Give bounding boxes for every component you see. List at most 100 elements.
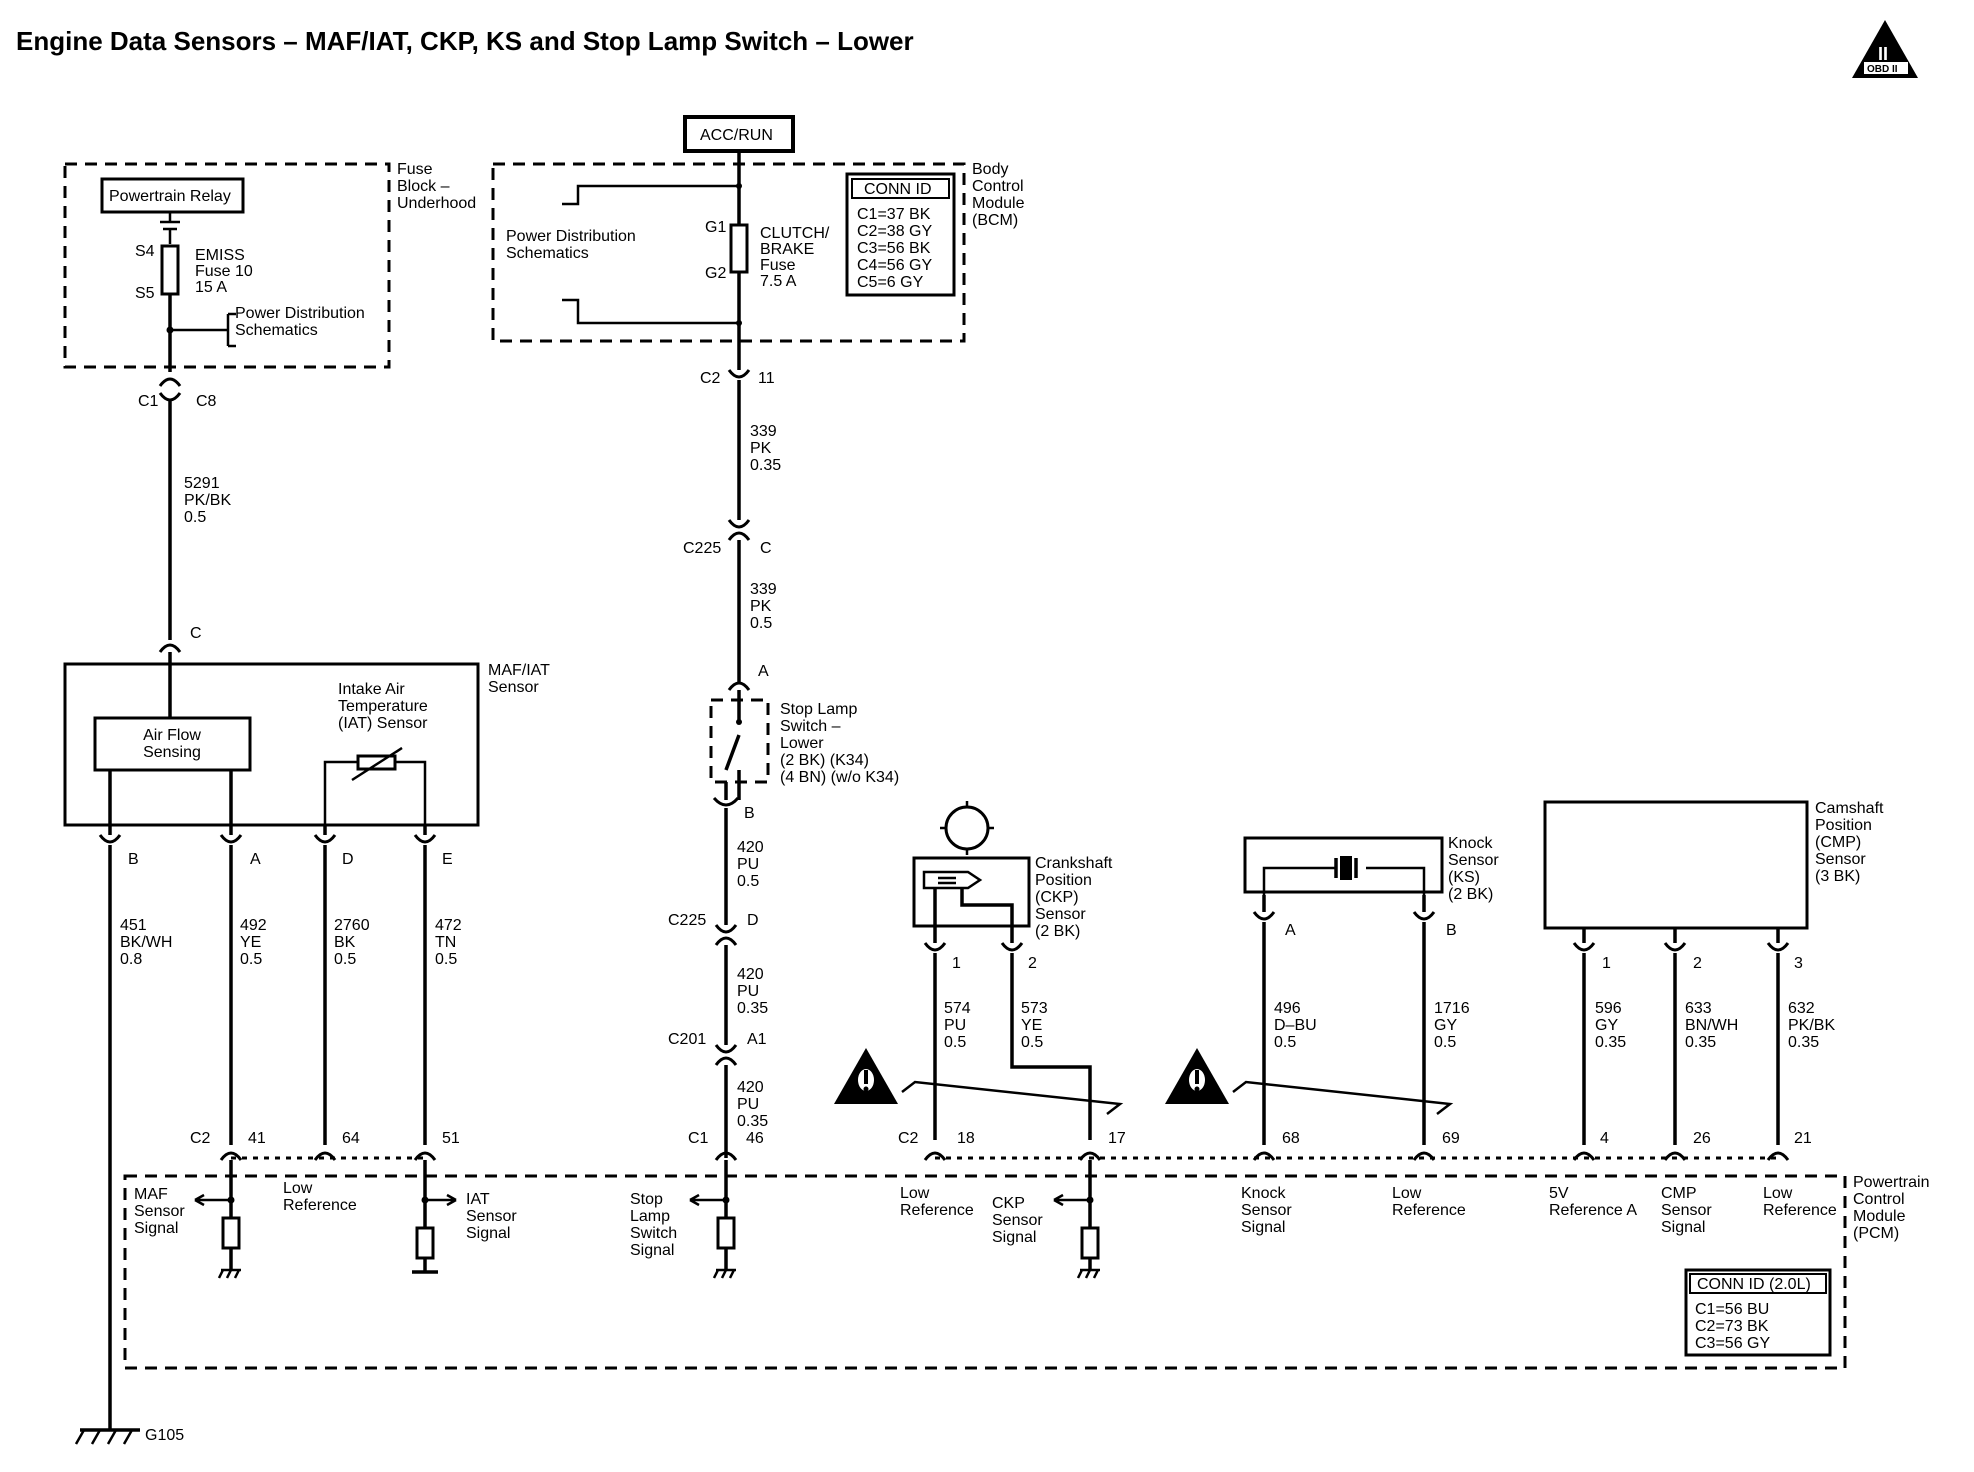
svg-text:Sensor: Sensor: [992, 1212, 1043, 1229]
pcm-conn-id-list: C1=56 BU C2=73 BK C3=56 GY: [1695, 1301, 1770, 1352]
svg-text:0.5: 0.5: [750, 615, 772, 632]
svg-text:339: 339: [750, 423, 777, 440]
svg-text:Low: Low: [283, 1180, 313, 1197]
acc-run-label: ACC/RUN: [700, 127, 773, 144]
svg-text:Sensor: Sensor: [134, 1203, 185, 1220]
pcm-pin-connectors: [219, 1151, 1790, 1161]
svg-text:D: D: [342, 851, 354, 868]
svg-text:Powertrain: Powertrain: [1853, 1174, 1929, 1191]
svg-text:Module: Module: [1853, 1208, 1906, 1225]
svg-text:OBD II: OBD II: [1867, 64, 1898, 75]
svg-text:Knock: Knock: [1241, 1185, 1286, 1202]
svg-text:69: 69: [1442, 1130, 1460, 1147]
wire-5291-label: 5291 PK/BK 0.5: [184, 475, 231, 526]
svg-text:Sensor: Sensor: [1661, 1202, 1712, 1219]
svg-text:0.5: 0.5: [184, 509, 206, 526]
svg-text:PK/BK: PK/BK: [1788, 1017, 1835, 1034]
svg-text:A: A: [250, 851, 261, 868]
svg-text:41: 41: [248, 1130, 266, 1147]
svg-text:420: 420: [737, 839, 764, 856]
svg-text:Temperature: Temperature: [338, 698, 428, 715]
svg-text:C2=73 BK: C2=73 BK: [1695, 1318, 1769, 1335]
pcm-maf-input-circuit: [194, 1160, 241, 1279]
svg-text:Lamp: Lamp: [630, 1208, 670, 1225]
svg-text:C2: C2: [700, 370, 721, 387]
svg-text:Body: Body: [972, 161, 1008, 178]
svg-text:Switch –: Switch –: [780, 718, 841, 735]
svg-text:2: 2: [1693, 955, 1702, 972]
svg-text:C225: C225: [668, 912, 706, 929]
svg-text:C4=56 GY: C4=56 GY: [857, 257, 932, 274]
svg-text:PK: PK: [750, 598, 772, 615]
powertrain-relay-label: Powertrain Relay: [109, 188, 231, 205]
svg-text:492: 492: [240, 917, 267, 934]
svg-text:Schematics: Schematics: [506, 245, 589, 262]
svg-text:0.5: 0.5: [1021, 1034, 1043, 1051]
svg-text:B: B: [128, 851, 139, 868]
svg-text:A1: A1: [747, 1031, 767, 1048]
diagram-title: Engine Data Sensors – MAF/IAT, CKP, KS a…: [16, 26, 914, 56]
svg-text:496: 496: [1274, 1000, 1301, 1017]
pcm-maf-signal-label: MAF Sensor Signal: [134, 1186, 185, 1237]
air-flow-sensing-block: [93, 716, 252, 772]
svg-text:420: 420: [737, 966, 764, 983]
svg-text:C2: C2: [898, 1130, 919, 1147]
svg-text:YE: YE: [240, 934, 261, 951]
svg-text:Signal: Signal: [630, 1242, 674, 1259]
wire-496-label: 496 D–BU 0.5: [1274, 1000, 1317, 1051]
wire-574-label: 574 PU 0.5: [944, 1000, 971, 1051]
svg-text:0.5: 0.5: [944, 1034, 966, 1051]
svg-text:Lower: Lower: [780, 735, 824, 752]
cmp-sensor-label: Camshaft Position (CMP) Sensor (3 BK): [1815, 800, 1884, 885]
svg-text:0.5: 0.5: [737, 873, 759, 890]
svg-text:574: 574: [944, 1000, 971, 1017]
pcm-ckp-input-circuit: [1053, 1160, 1100, 1279]
svg-text:0.35: 0.35: [1595, 1034, 1626, 1051]
svg-text:C1: C1: [138, 393, 159, 410]
svg-text:4: 4: [1600, 1130, 1609, 1147]
svg-text:CMP: CMP: [1661, 1185, 1697, 1202]
ground-g105-label: G105: [145, 1427, 184, 1444]
caution-icon: [834, 1048, 898, 1104]
svg-text:MAF: MAF: [134, 1186, 168, 1203]
wire-472-label: 472 TN 0.5: [435, 917, 462, 968]
svg-text:PU: PU: [737, 1096, 759, 1113]
svg-text:EMISS: EMISS: [195, 247, 245, 264]
svg-text:Switch: Switch: [630, 1225, 677, 1242]
emiss-fuse: [160, 244, 180, 296]
svg-text:YE: YE: [1021, 1017, 1042, 1034]
svg-text:C1: C1: [688, 1130, 709, 1147]
svg-text:A: A: [758, 663, 769, 680]
svg-text:C2=38 GY: C2=38 GY: [857, 223, 932, 240]
knock-sensor-label: Knock Sensor (KS) (2 BK): [1448, 835, 1499, 903]
svg-text:Sensor: Sensor: [1448, 852, 1499, 869]
svg-text:BK: BK: [334, 934, 356, 951]
svg-text:0.35: 0.35: [750, 457, 781, 474]
svg-text:S4: S4: [135, 243, 155, 260]
svg-text:C: C: [190, 625, 202, 642]
svg-text:0.5: 0.5: [240, 951, 262, 968]
svg-text:D: D: [747, 912, 759, 929]
svg-text:Crankshaft: Crankshaft: [1035, 855, 1113, 872]
pcm-stop-lamp-signal-label: Stop Lamp Switch Signal: [630, 1191, 677, 1259]
wire-420b-label: 420 PU 0.35: [737, 966, 768, 1017]
svg-text:Stop Lamp: Stop Lamp: [780, 701, 857, 718]
svg-text:GY: GY: [1434, 1017, 1457, 1034]
svg-text:Sensor: Sensor: [1815, 851, 1866, 868]
svg-text:C: C: [760, 540, 772, 557]
svg-text:(2 BK): (2 BK): [1448, 886, 1493, 903]
pcm-5v-reference-label: 5V Reference A: [1549, 1185, 1637, 1219]
svg-text:C5=6 GY: C5=6 GY: [857, 274, 924, 291]
svg-text:C1=56 BU: C1=56 BU: [1695, 1301, 1769, 1318]
svg-text:C3=56 GY: C3=56 GY: [1695, 1335, 1770, 1352]
svg-text:51: 51: [442, 1130, 460, 1147]
svg-text:BK/WH: BK/WH: [120, 934, 172, 951]
svg-text:(CMP): (CMP): [1815, 834, 1861, 851]
svg-text:(CKP): (CKP): [1035, 889, 1079, 906]
fuse-block-power-dist-ref: Power Distribution Schematics: [235, 305, 365, 339]
svg-text:Low: Low: [1763, 1185, 1793, 1202]
svg-text:Knock: Knock: [1448, 835, 1493, 852]
svg-text:Sensor: Sensor: [488, 679, 539, 696]
maf-iat-sensor-label: MAF/IAT Sensor: [488, 662, 550, 696]
svg-text:S5: S5: [135, 285, 155, 302]
